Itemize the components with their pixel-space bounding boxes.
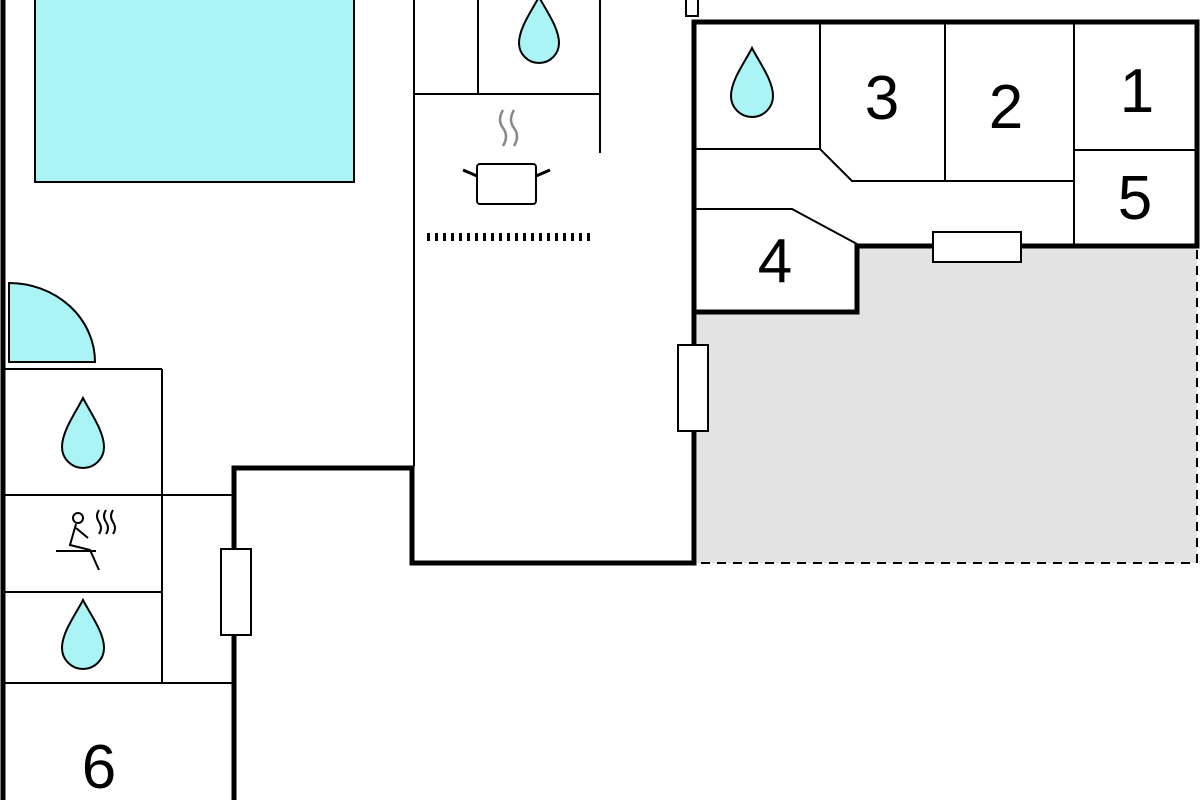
- room-label-1: 1: [1120, 57, 1154, 126]
- door-marker: [932, 231, 1022, 263]
- room-label-3: 3: [865, 64, 899, 133]
- water-drop-icon: [729, 45, 775, 118]
- door-marker: [677, 344, 709, 432]
- bedroom-partitions: [696, 24, 1196, 245]
- room-label-6: 6: [82, 733, 116, 800]
- room-label-5: 5: [1118, 164, 1152, 233]
- water-drop-icon: [517, 0, 561, 64]
- left-bathroom-block: [5, 368, 234, 684]
- water-drop-icon: [60, 395, 106, 469]
- room-label-2: 2: [989, 73, 1023, 142]
- top-door-marker: [685, 0, 699, 17]
- water-drop-icon: [60, 597, 106, 670]
- door-marker: [220, 548, 252, 636]
- central-walls: [231, 19, 1200, 800]
- shower-quarter-circle: [8, 281, 97, 363]
- room-label-4: 4: [758, 227, 792, 296]
- pool: [34, 0, 355, 183]
- sauna-icon: [56, 509, 116, 571]
- kitchen-block: [413, 0, 601, 466]
- terrace-area: [697, 246, 1197, 563]
- cooking-pot-icon: [462, 109, 551, 205]
- terrace-dashed-border: [697, 250, 1198, 564]
